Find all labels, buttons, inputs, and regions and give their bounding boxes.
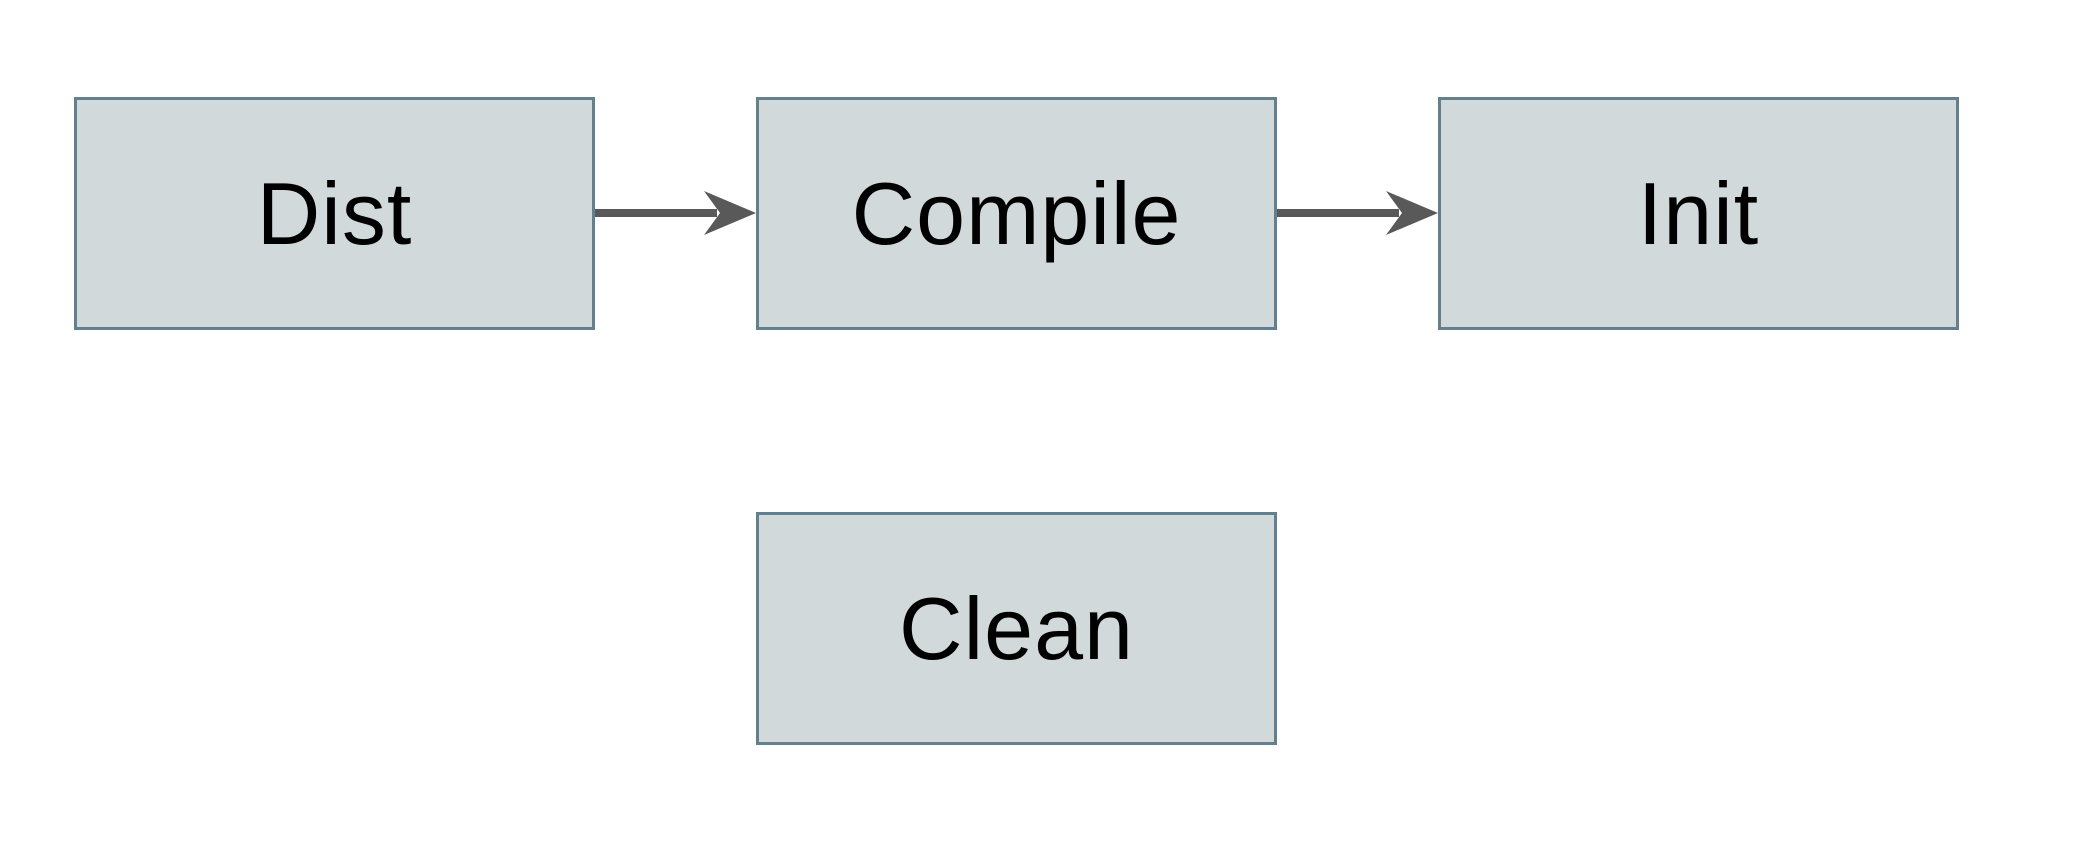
arrow-head bbox=[1386, 191, 1438, 235]
arrow-compile-to-init-icon bbox=[1277, 191, 1438, 235]
node-clean[interactable]: Clean bbox=[756, 512, 1277, 745]
node-compile[interactable]: Compile bbox=[756, 97, 1277, 330]
node-clean-label: Clean bbox=[899, 578, 1134, 678]
node-dist[interactable]: Dist bbox=[74, 97, 595, 330]
arrow-shaft bbox=[1277, 209, 1399, 217]
node-init-label: Init bbox=[1637, 163, 1760, 263]
node-init[interactable]: Init bbox=[1438, 97, 1959, 330]
arrow-shaft bbox=[595, 209, 717, 217]
arrow-dist-to-compile-icon bbox=[595, 191, 756, 235]
node-compile-label: Compile bbox=[851, 163, 1182, 263]
node-dist-label: Dist bbox=[256, 163, 413, 263]
arrow-head bbox=[704, 191, 756, 235]
